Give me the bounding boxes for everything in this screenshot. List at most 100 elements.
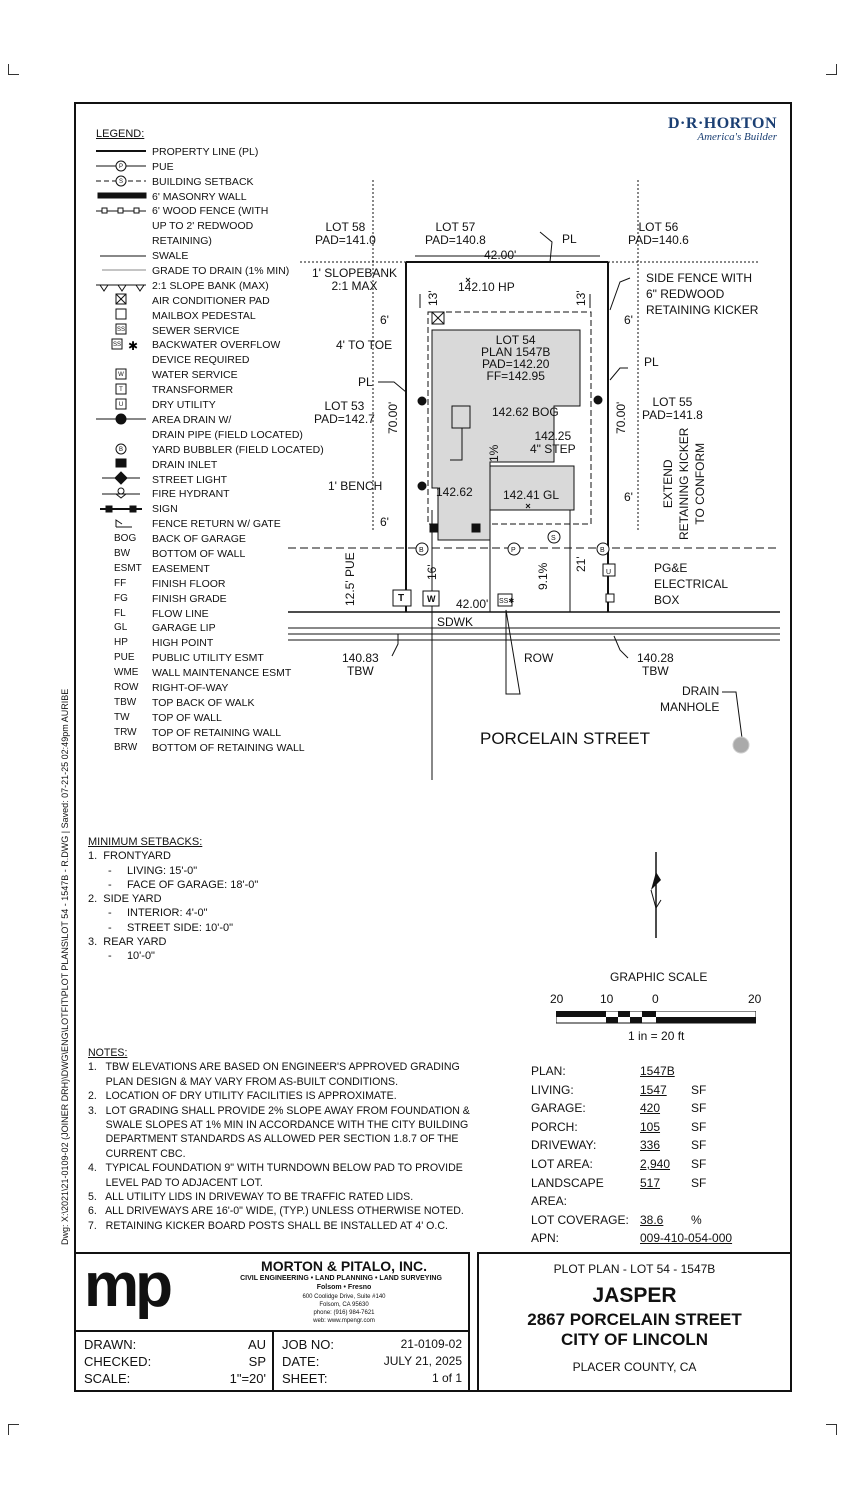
pue-symbol-p: P — [119, 164, 123, 170]
legend-abbrev: WME — [114, 667, 139, 679]
legend-description: DEVICE REQUIRED — [152, 354, 250, 367]
yard-bubbler-symbol-b: B — [119, 447, 123, 453]
water-w-marker: W — [427, 594, 436, 604]
hp-label: 142.10 HP — [458, 280, 515, 294]
legend-description: PUE — [152, 160, 174, 173]
stat-value: 1547B — [640, 1064, 675, 1078]
stat-unit — [691, 1062, 731, 1081]
stat-value: 336 — [640, 1138, 661, 1153]
legend-description: FINISH GRADE — [152, 592, 227, 605]
firm-phone: phone: (916) 984-7621 — [313, 1310, 375, 1316]
legend-description: BUILDING SETBACK — [152, 175, 254, 188]
setback-6-left-bottom: 6' — [380, 515, 389, 529]
note-line: 6. ALL DRIVEWAYS ARE 16'-0" WIDE, (TYP.)… — [88, 1205, 464, 1218]
stat-value: 38.6 — [640, 1212, 664, 1227]
legend-description: EASEMENT — [152, 562, 210, 575]
bench-elev: 142.62 — [436, 485, 473, 499]
legend-description: BACK OF GARAGE — [152, 533, 246, 546]
legend-abbrev: FF — [114, 577, 127, 589]
stat-key: APN: — [531, 1231, 560, 1246]
job-key: JOB NO: — [282, 1337, 335, 1352]
graphic-scale-bar — [556, 1011, 756, 1024]
stat-unit: SF — [691, 1119, 707, 1134]
row-label: ROW — [524, 651, 554, 665]
legend-description: FLOW LINE — [152, 607, 209, 620]
setback-line: - 10'-0" — [108, 950, 155, 963]
legend-abbrev: FL — [114, 607, 126, 619]
pue-dim: 12.5' PUE — [343, 552, 357, 606]
setback-symbol-s: S — [119, 179, 123, 185]
scale-tick-10: 10 — [600, 992, 614, 1006]
legend-abbrev: HP — [114, 637, 128, 649]
firm-name: MORTON & PITALO, INC. — [261, 1258, 427, 1274]
backwater-symbol-ss: SS — [113, 342, 121, 348]
legend-abbrev: FG — [114, 592, 128, 604]
project-address: 2867 PORCELAIN STREET — [527, 1310, 742, 1329]
note-line: PLAN DESIGN & MAY VARY FROM AS-BUILT CON… — [88, 1075, 399, 1088]
legend-item: DRAIN PIPE (FIELD LOCATED) — [96, 428, 324, 443]
legend-item: TRANSFORMER — [96, 383, 324, 398]
transformer-symbol-t: T — [119, 387, 123, 393]
note-line: SWALE SLOPES AT 1% MIN IN ACCORDANCE WIT… — [88, 1119, 469, 1132]
legend-description: WALL MAINTENANCE ESMT — [152, 667, 292, 680]
minimum-setbacks: MINIMUM SETBACKS: 1. FRONTYARD- LIVING: … — [88, 835, 258, 964]
setback-6-left-top: 6' — [380, 313, 389, 327]
stat-value: 1547 — [640, 1082, 667, 1097]
pl-label-top: PL — [562, 232, 577, 246]
pue-p-marker: P — [511, 547, 516, 554]
legend-description: SIGN — [152, 503, 178, 516]
checked-value: SP — [248, 1354, 266, 1369]
scale-key: SCALE: — [84, 1371, 131, 1386]
legend-description: GRADE TO DRAIN (1% MIN) — [152, 265, 290, 278]
legend-description: YARD BUBBLER (FIELD LOCATED) — [152, 443, 324, 456]
one-percent: 1% — [487, 444, 501, 462]
legend-abbrev: BW — [114, 547, 131, 559]
stat-row: LOT COVERAGE:38.6% — [531, 1211, 772, 1230]
brand-name: D·R·HORTON — [668, 115, 778, 132]
legend-abbrev: ESMT — [114, 562, 142, 574]
sewer-symbol-ss: SS — [117, 327, 125, 333]
bog-label: 142.62 BOG — [492, 405, 559, 419]
stat-unit: % — [691, 1212, 702, 1227]
stat-key: PORCH: — [531, 1119, 578, 1134]
sewer-asterisk-icon: ✱ — [508, 598, 515, 605]
drawing-path-text: Dwg: X:\2021\21-0109-02 (JOINER DRH)\DWG… — [60, 688, 70, 1245]
legend-description: TOP OF WALL — [152, 711, 222, 724]
legend-item: AIR CONDITIONER PAD — [96, 294, 324, 309]
setback-6-right-bottom: 6' — [624, 490, 633, 504]
legend-item: WATER SERVICE — [96, 368, 324, 383]
notes: NOTES: 1. TBW ELEVATIONS ARE BASED ON EN… — [88, 1046, 470, 1233]
stat-value: 420 — [640, 1101, 661, 1116]
legend-description: MAILBOX PEDESTAL — [152, 309, 256, 322]
depth-left: 70.00' — [386, 401, 400, 434]
note-line: 7. RETAINING KICKER BOARD POSTS SHALL BE… — [88, 1219, 448, 1232]
legend-description: FIRE HYDRANT — [152, 488, 230, 501]
plot-plan-title: PLOT PLAN - LOT 54 - 1547B — [553, 1262, 716, 1276]
legend-item: FL FLOW LINE — [96, 607, 324, 622]
twenty-one-dim: 21' — [574, 556, 588, 572]
firm-address-2: Folsom, CA 95630 — [319, 1302, 369, 1308]
toe-label: 4' TO TOE — [336, 338, 393, 352]
dr-horton-logo: D·R·HORTON America's Builder — [668, 115, 777, 143]
legend-symbols: P S SS SS W T U B ✱ — [96, 150, 147, 528]
job-value: 21-0109-02 — [400, 1337, 462, 1351]
gl-label: 142.41 GL — [503, 488, 560, 502]
stat-key: LOT AREA: — [531, 1156, 593, 1171]
stat-value: 517 — [640, 1175, 661, 1190]
legend-description: AREA DRAIN W/ — [152, 413, 232, 426]
legend-description: BOTTOM OF RETAINING WALL — [152, 741, 305, 754]
legend-description: TOP BACK OF WALK — [152, 696, 255, 709]
